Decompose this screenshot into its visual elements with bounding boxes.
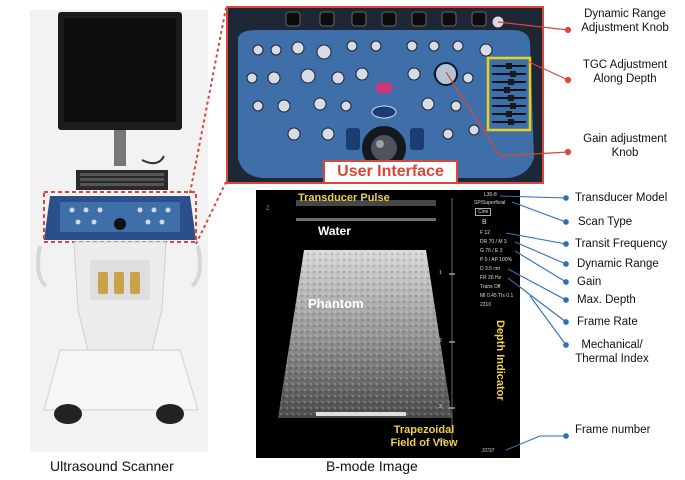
trapezoidal-label-line2: Field of View (390, 437, 458, 449)
readout-dynamic-range: DR 70 / M 3 (480, 239, 507, 245)
annotation-transit-frequency: Transit Frequency (575, 238, 668, 250)
annotation-gain: Gain (577, 276, 602, 288)
annotation-frame-number: Frame number (575, 424, 651, 436)
depth-tick-3: 3 (439, 404, 442, 410)
gain-knob (434, 62, 458, 86)
depth-tick-1: 1 (439, 270, 442, 276)
annotation-frame-rate: Frame Rate (577, 316, 638, 328)
svg-text:Z: Z (266, 206, 270, 212)
user-interface-photo (226, 6, 544, 184)
annotation-mech-thermal-line1: Mechanical/ (581, 339, 643, 351)
depth-tick-2: 2 (439, 338, 442, 344)
frame-counter: 37/37 (482, 448, 495, 454)
readout-frequency: F 12 (480, 230, 491, 236)
annotation-tgc: TGC Adjustment Along Depth (575, 58, 675, 86)
trapezoidal-label: Trapezoidal Field of View (386, 424, 462, 450)
depth-indicator-label: Depth Indicator (494, 320, 506, 401)
annotation-gain-knob-line1: Gain adjustment (583, 133, 667, 145)
annotation-mech-thermal-line2: Thermal Index (575, 353, 649, 365)
wheel (156, 404, 184, 424)
readout-index: MI 0.45 TIs 0.1 (480, 293, 514, 299)
readout-frame-number: 2310 (480, 302, 492, 308)
readout-frame-rate: FR 26 Hz (480, 275, 502, 281)
annotation-dynamic-range: Dynamic Range (577, 258, 659, 270)
caption-bmode-image: B-mode Image (326, 458, 418, 474)
annotation-tgc-line2: Along Depth (593, 73, 657, 85)
readout-gain: G 70 / E 3 (480, 248, 503, 254)
caption-ultrasound-scanner: Ultrasound Scanner (50, 458, 174, 474)
annotation-max-depth: Max. Depth (577, 294, 636, 306)
annotation-dynamic-range-knob-line1: Dynamic Range (584, 8, 666, 20)
annotation-dynamic-range-knob-line2: Adjustment Knob (581, 22, 669, 34)
readout-scan-type: SP/Superficial (474, 200, 506, 206)
water-label: Water (318, 224, 351, 238)
annotation-dynamic-range-knob: Dynamic Range Adjustment Knob (575, 7, 675, 35)
annotation-gain-knob: Gain adjustment Knob (575, 132, 675, 160)
annotation-mech-thermal: Mechanical/ Thermal Index (570, 338, 654, 366)
phantom-label: Phantom (308, 296, 364, 311)
readout-model: L30-8 (484, 192, 497, 198)
annotation-transducer-model: Transducer Model (575, 192, 668, 204)
transducer-pulse-label: Transducer Pulse (298, 192, 390, 204)
readout-depth: D 3.5 cm (480, 266, 501, 272)
depth-unit: cm (439, 438, 446, 444)
dynamic-range-knob (491, 15, 505, 29)
ultrasound-scanner-photo (30, 10, 208, 452)
annotation-gain-knob-line2: Knob (611, 147, 639, 159)
annotation-tgc-line1: TGC Adjustment (582, 59, 668, 71)
readout-power: P 0 / AP 100% (480, 257, 513, 263)
user-interface-label: User Interface (323, 160, 458, 184)
wheel (54, 404, 82, 424)
annotation-scan-type: Scan Type (578, 216, 633, 228)
trapezoidal-label-line1: Trapezoidal (393, 424, 455, 436)
pink-button (375, 82, 393, 94)
readout-trans: Trans Off (480, 284, 501, 290)
bmode-image: Z Transducer Pulse Water Phantom Depth I… (256, 190, 520, 458)
readout-mode-box: Cine (475, 208, 492, 216)
readout-mode: B (482, 219, 487, 226)
